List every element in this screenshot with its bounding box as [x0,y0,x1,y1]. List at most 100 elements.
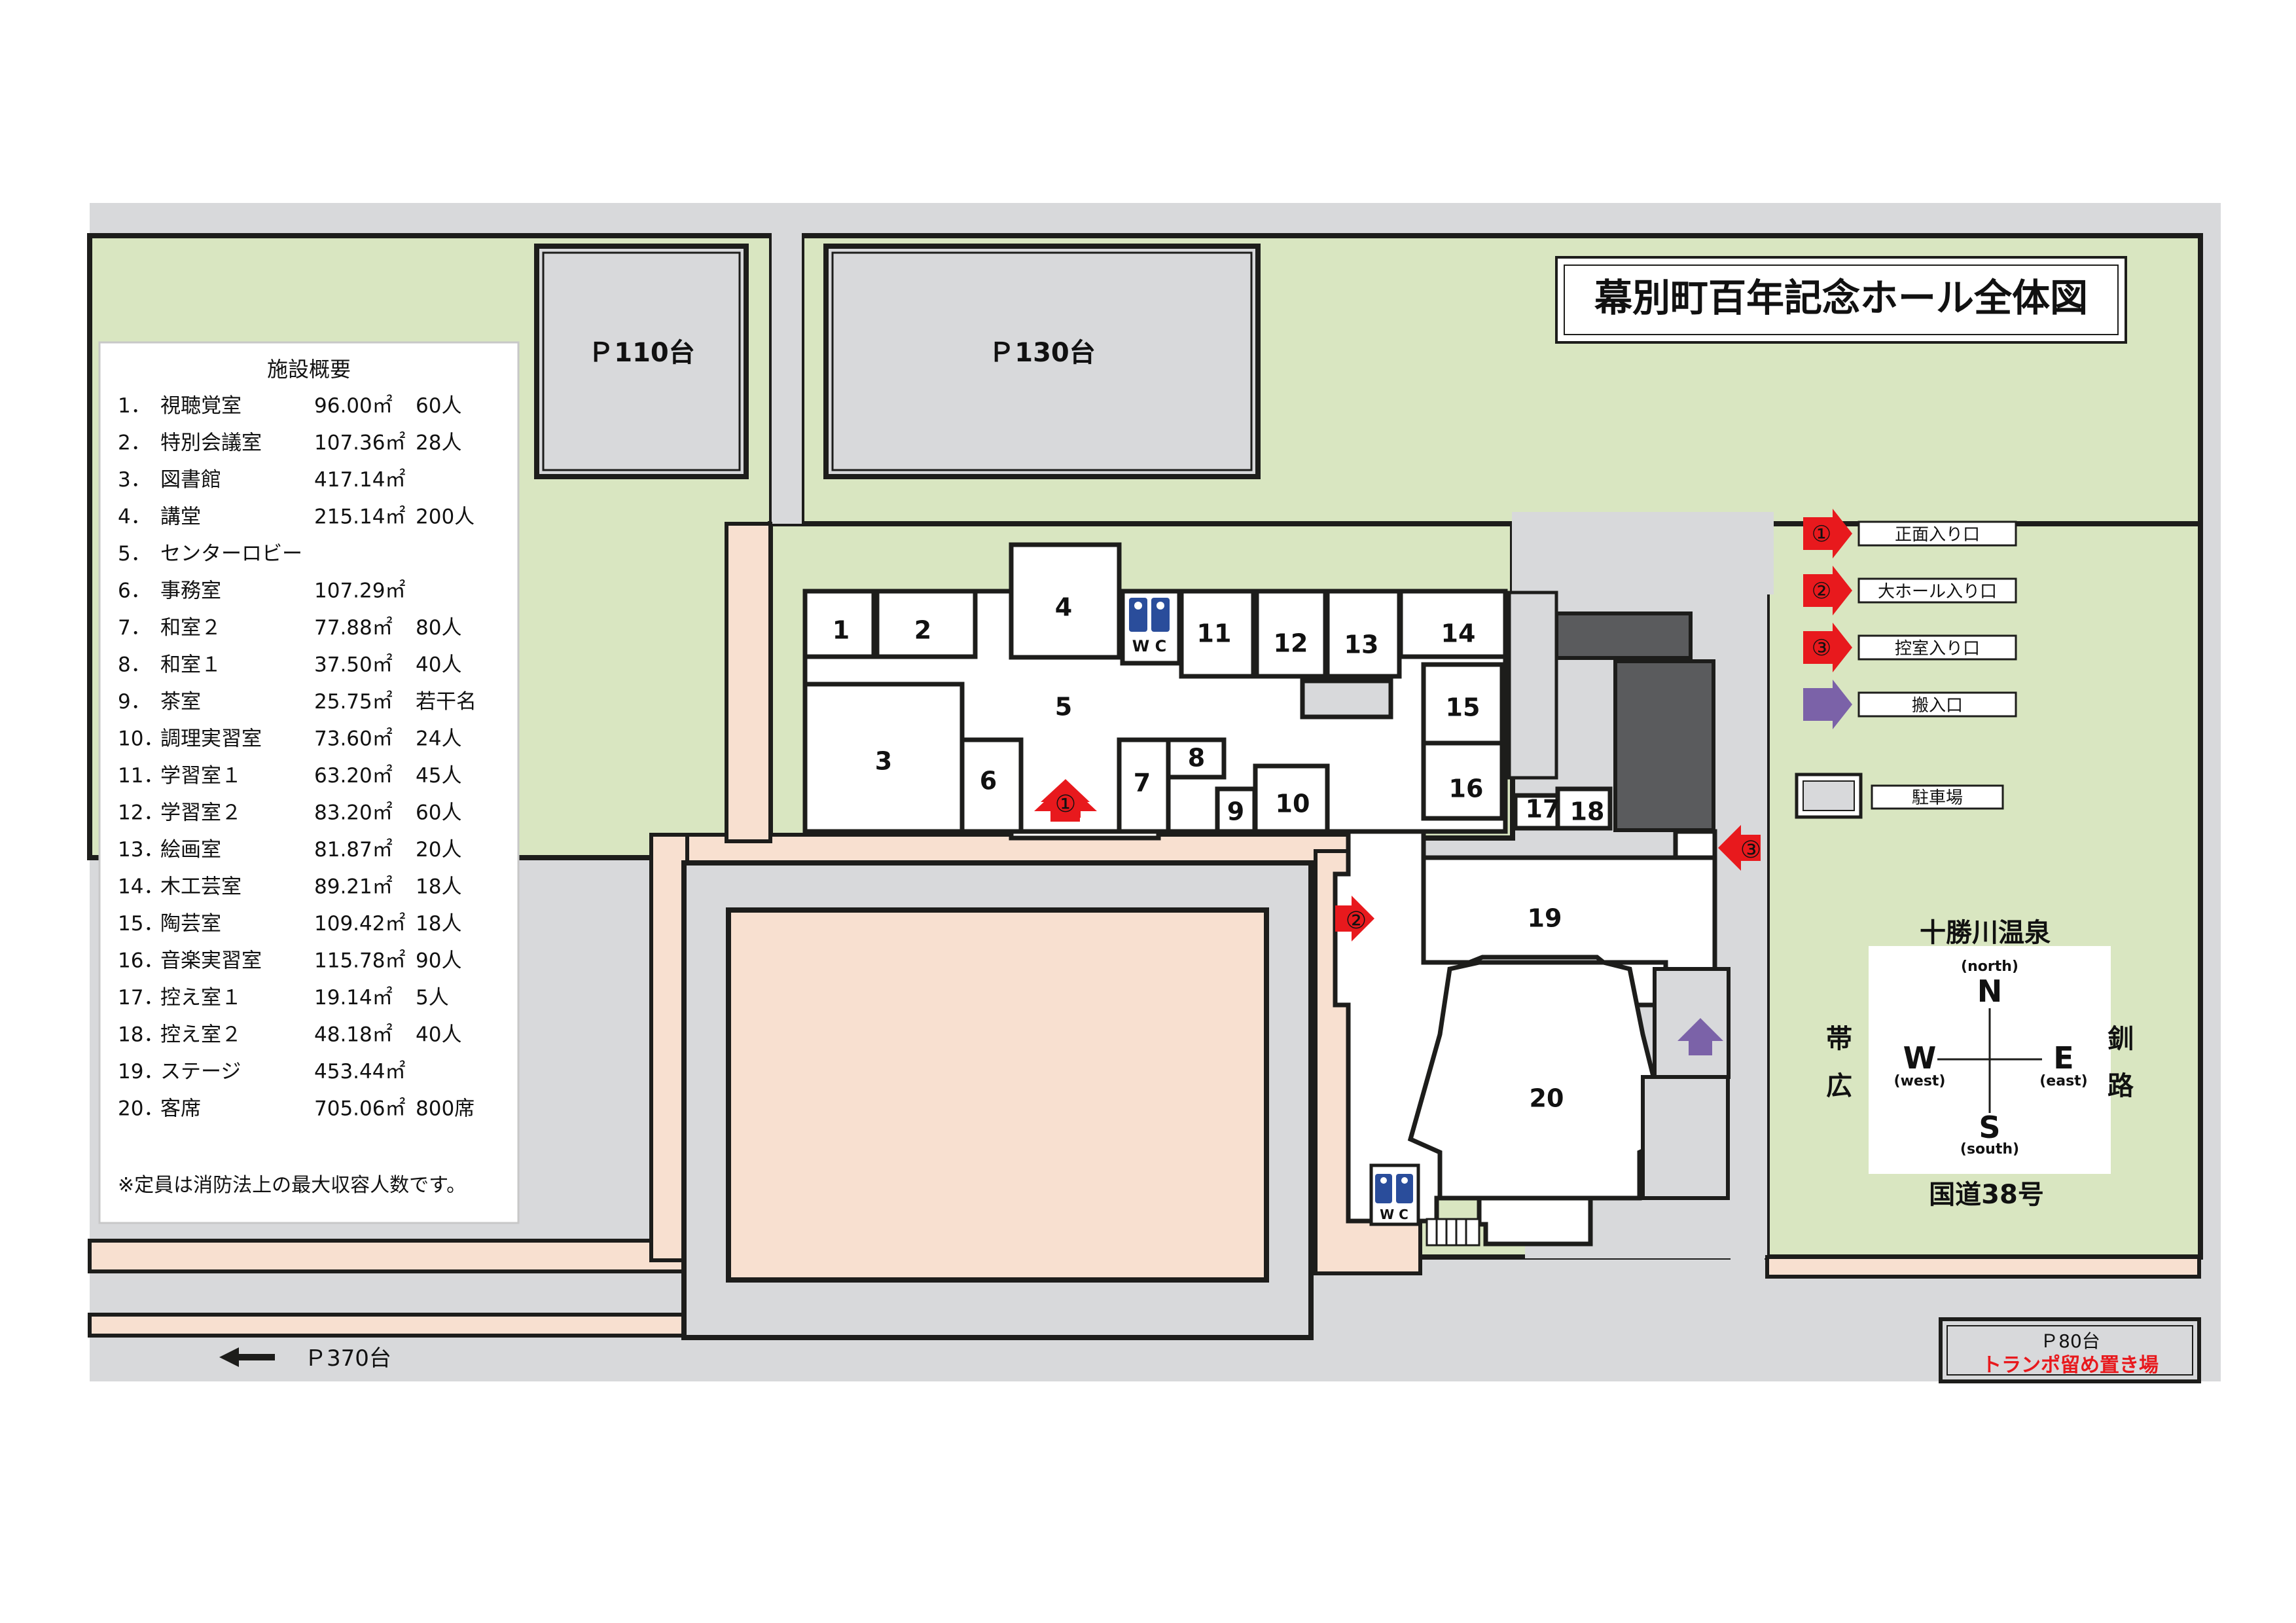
facility-row-number: 3． [118,468,151,492]
facility-row-number: 18． [118,1023,164,1047]
legend-item: ② 大ホール入り口 [1803,566,2017,615]
facility-row-name: 控え室２ [160,1023,242,1047]
wc-icon-upper: W C [1127,596,1174,655]
compass-west: W [1903,1040,1937,1076]
room-4-label: 4 [1055,593,1072,622]
room-1-label: 1 [833,616,850,645]
service-corridor [1507,591,1558,780]
legend-item: 搬入口 [1803,680,2017,729]
facility-row-number: 2． [118,431,151,455]
facility-row-area: 77.88㎡ [314,616,393,640]
stairs [1426,1218,1480,1247]
parking-p110: Ｐ110台 [534,244,749,479]
facility-row-area: 109.42㎡ [314,912,405,936]
legend-symbol: ② [1812,578,1831,604]
entrance-hall-label: ② [1346,907,1367,934]
facility-row-area: 73.60㎡ [314,727,393,751]
facility-row-capacity: 200人 [416,505,475,529]
facility-row-name: ステージ [160,1060,241,1084]
facility-row-area: 107.29㎡ [314,579,405,603]
room-16-label: 16 [1449,775,1484,803]
facility-row-name: 絵画室 [160,838,221,862]
facility-row-name: 客席 [160,1097,201,1121]
facility-row-name: 茶室 [160,690,201,714]
entrance-front-icon: ① [1034,779,1097,822]
entrance-green-room-label: ③ [1740,837,1761,864]
legend-symbol: ① [1812,521,1831,547]
compass-south-sub: (south) [1960,1141,2019,1158]
facility-row-area: 48.18㎡ [314,1023,393,1047]
facility-row-capacity: 80人 [416,616,461,640]
compass-right-place-2: 路 [2108,1071,2134,1101]
room-8-label: 8 [1188,744,1205,773]
room-18-label: 18 [1570,797,1605,826]
parking-p80-label: Ｐ80台 [2040,1330,2100,1352]
facility-row-area: 19.14㎡ [314,986,393,1010]
room-20-label: 20 [1530,1084,1564,1113]
facility-row-area: 115.78㎡ [314,949,405,973]
facility-note: ※定員は消防法上の最大収容人数です。 [118,1174,466,1197]
compass-north-sub: (north) [1961,958,2018,975]
room-13-label: 13 [1344,630,1379,659]
facility-row-number: 16． [118,949,164,973]
compass-top-place: 十勝川温泉 [1920,918,2051,948]
facility-row-capacity: 800席 [416,1097,475,1121]
facility-row-capacity: 28人 [416,431,461,455]
parking-p80: Ｐ80台 トランポ留め置き場 [1939,1317,2201,1383]
legend-parking: 駐車場 [1795,773,2004,819]
facility-row-capacity: 60人 [416,394,461,418]
facility-row-capacity: 40人 [416,1023,461,1047]
room-5-label: 5 [1055,693,1072,721]
facility-row-number: 9． [118,690,151,714]
facility-row-capacity: 若干名 [416,690,476,714]
facility-row-name: 木工芸室 [160,875,242,899]
tramp-label: トランポ留め置き場 [1982,1354,2159,1377]
loading-area [1641,967,1731,1200]
compass-east-sub: (east) [2039,1073,2088,1089]
facility-row-name: 陶芸室 [160,912,221,936]
facility-row-number: 5． [118,542,151,566]
title-box: 幕別町百年記念ホール全体図 [1555,256,2127,344]
legend-label: 大ホール入り口 [1878,582,1997,602]
room-2-label: 2 [914,616,931,645]
facility-row-capacity: 18人 [416,912,461,936]
legend-label: 搬入口 [1912,696,1963,716]
legend-parking-label: 駐車場 [1912,788,1963,808]
facility-row-area: 83.20㎡ [314,801,393,825]
facility-row-number: 8． [118,653,151,677]
facility-row-name: 図書館 [160,468,221,492]
facility-table-heading: 施設概要 [267,357,351,382]
legend-entrance-arrow-icon [1803,623,1852,672]
legend-label-box [1857,634,2017,661]
facility-row-capacity: 20人 [416,838,461,862]
legend-label-box [1857,691,2017,718]
map-title: 幕別町百年記念ホール全体図 [1594,276,2088,320]
facility-row-number: 4． [118,505,151,529]
facility-row-name: センターロビー [160,542,302,566]
legend-entrance-arrow-icon [1803,509,1852,558]
p370-indicator: Ｐ370台 [219,1345,391,1372]
facility-row-name: 和室２ [160,616,221,640]
loading-entrance-icon [1677,1018,1723,1055]
compass-bottom-place: 国道38号 [1929,1180,2044,1210]
compass-north: N [1977,974,2003,1009]
legend-label: 正面入り口 [1895,525,1980,545]
facility-row-name: 和室１ [160,653,221,677]
facility-row-name: 学習室２ [160,801,242,825]
parking-p110-label: Ｐ110台 [588,338,695,368]
facility-row: 5． センターロビー [118,542,302,566]
facility-row-capacity: 18人 [416,875,461,899]
